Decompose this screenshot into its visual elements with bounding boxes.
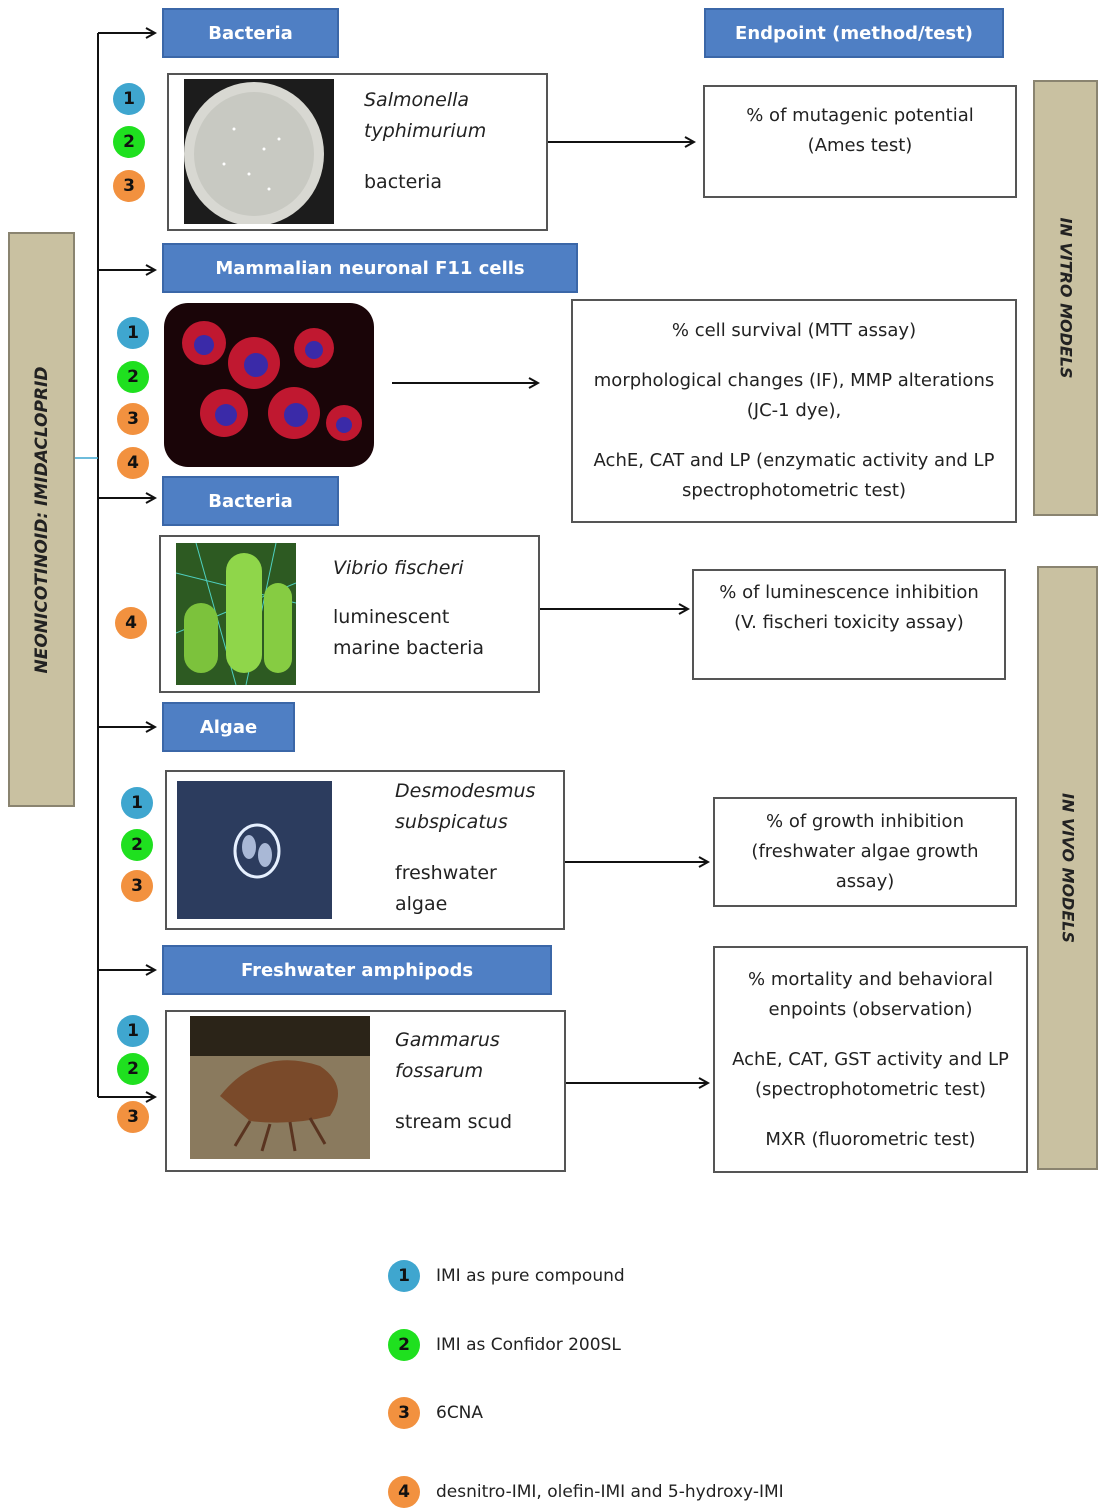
badge-2: 2 <box>121 829 153 861</box>
endpoint-line: (spectrophotometric test) <box>754 1078 987 1100</box>
side-label-box: NEONICOTINOID: IMIDACLOPRID <box>8 232 75 807</box>
group-header-amphipods: Freshwater amphipods <box>162 945 552 995</box>
endpoint-line: (freshwater algae growth <box>751 841 979 862</box>
group-header-f11-cells: Mammalian neuronal F11 cells <box>162 243 578 293</box>
in-vivo-label: IN VIVO MODELS <box>1058 793 1077 943</box>
species-name-line1: Salmonella <box>364 89 470 111</box>
organism-text-desmodesmus: Desmodesmus subspicatus freshwater algae <box>395 776 535 920</box>
organism-desc-line2: algae <box>395 893 448 915</box>
endpoint-box-algae: % of growth inhibition (freshwater algae… <box>713 797 1017 907</box>
organism-desc-line1: luminescent <box>333 606 450 628</box>
species-name-line2: fossarum <box>395 1060 484 1082</box>
endpoint-line: MXR (fluorometric test) <box>765 1128 976 1150</box>
endpoint-line: % of growth inhibition <box>766 811 964 832</box>
badge-2: 2 <box>113 126 145 158</box>
organism-desc-line2: marine bacteria <box>333 637 485 659</box>
endpoint-box-f11: % cell survival (MTT assay) morphologica… <box>571 299 1017 523</box>
badge-4: 4 <box>115 607 147 639</box>
species-name-line1: Desmodesmus <box>395 780 536 802</box>
badge-1: 1 <box>117 317 149 349</box>
legend-badge: 1 <box>388 1260 420 1292</box>
in-vitro-label: IN VITRO MODELS <box>1056 217 1075 379</box>
badge-3: 3 <box>121 870 153 902</box>
organism-text-vibrio: Vibrio fischeri luminescent marine bacte… <box>333 553 484 664</box>
endpoint-line: spectrophotometric test) <box>681 480 907 501</box>
group-header-bacteria-1: Bacteria <box>162 8 339 58</box>
in-vitro-label-box: IN VITRO MODELS <box>1033 80 1098 516</box>
vibrio-bacteria-image <box>176 543 296 685</box>
endpoint-line: % mortality and behavioral <box>748 968 993 990</box>
badge-1: 1 <box>113 83 145 115</box>
badge-1: 1 <box>117 1015 149 1047</box>
algae-image <box>177 781 332 919</box>
species-name-line1: Gammarus <box>395 1029 500 1051</box>
organism-text-gammarus: Gammarus fossarum stream scud <box>395 1025 512 1138</box>
species-name-line2: typhimurium <box>364 120 487 142</box>
species-name-line1: Vibrio fischeri <box>333 557 464 579</box>
badge-1: 1 <box>121 787 153 819</box>
organism-box-vibrio: Vibrio fischeri luminescent marine bacte… <box>159 535 540 693</box>
endpoint-line: AchE, CAT, GST activity and LP <box>732 1048 1009 1070</box>
endpoint-line: % of mutagenic potential <box>746 104 974 126</box>
organism-box-gammarus: Gammarus fossarum stream scud <box>165 1010 566 1172</box>
badge-2: 2 <box>117 361 149 393</box>
neuronal-cells-image <box>164 303 374 467</box>
legend-badge: 4 <box>388 1476 420 1508</box>
endpoint-line: % cell survival (MTT assay) <box>671 320 917 341</box>
endpoint-box-gammarus: % mortality and behavioral enpoints (obs… <box>713 946 1028 1173</box>
legend-text: IMI as Confidor 200SL <box>436 1335 621 1355</box>
legend-item: 4 desnitro-IMI, olefin-IMI and 5-hydroxy… <box>388 1476 784 1508</box>
legend-item: 2 IMI as Confidor 200SL <box>388 1329 621 1361</box>
badge-3: 3 <box>117 403 149 435</box>
endpoint-line: (JC-1 dye), <box>746 400 842 421</box>
organism-desc-line1: freshwater <box>395 862 497 884</box>
amphipod-image <box>190 1016 370 1159</box>
legend-text: IMI as pure compound <box>436 1266 625 1286</box>
group-header-algae: Algae <box>162 702 295 752</box>
endpoint-line: morphological changes (IF), MMP alterati… <box>593 370 995 391</box>
legend-text: 6CNA <box>436 1403 484 1423</box>
endpoint-line: % of luminescence inhibition <box>719 582 979 604</box>
legend-item: 1 IMI as pure compound <box>388 1260 625 1292</box>
endpoint-line: enpoints (observation) <box>768 998 973 1020</box>
group-header-bacteria-2: Bacteria <box>162 476 339 526</box>
legend-text: desnitro-IMI, olefin-IMI and 5-hydroxy-I… <box>436 1482 784 1502</box>
endpoint-header: Endpoint (method/test) <box>704 8 1004 58</box>
endpoint-line: AchE, CAT and LP (enzymatic activity and… <box>593 450 995 471</box>
side-label: NEONICOTINOID: IMIDACLOPRID <box>31 366 52 673</box>
organism-box-salmonella: Salmonella typhimurium bacteria <box>167 73 548 231</box>
petri-dish-image <box>184 79 334 224</box>
legend-item: 3 6CNA <box>388 1397 483 1429</box>
legend-badge: 2 <box>388 1329 420 1361</box>
in-vivo-label-box: IN VIVO MODELS <box>1037 566 1098 1170</box>
endpoint-line: (V. fischeri toxicity assay) <box>734 612 964 634</box>
legend-badge: 3 <box>388 1397 420 1429</box>
organism-desc-line1: stream scud <box>395 1111 513 1133</box>
species-name-line2: subspicatus <box>395 811 508 833</box>
badge-3: 3 <box>113 170 145 202</box>
organism-text-salmonella: Salmonella typhimurium bacteria <box>364 85 486 198</box>
endpoint-line: assay) <box>835 871 895 892</box>
endpoint-box-ames: % of mutagenic potential (Ames test) <box>703 85 1017 198</box>
endpoint-box-vibrio: % of luminescence inhibition (V. fischer… <box>692 569 1006 680</box>
organism-desc-line1: bacteria <box>364 171 443 193</box>
organism-box-desmodesmus: Desmodesmus subspicatus freshwater algae <box>165 770 565 930</box>
badge-4: 4 <box>117 447 149 479</box>
endpoint-line: (Ames test) <box>807 134 913 156</box>
badge-2: 2 <box>117 1053 149 1085</box>
badge-3: 3 <box>117 1101 149 1133</box>
